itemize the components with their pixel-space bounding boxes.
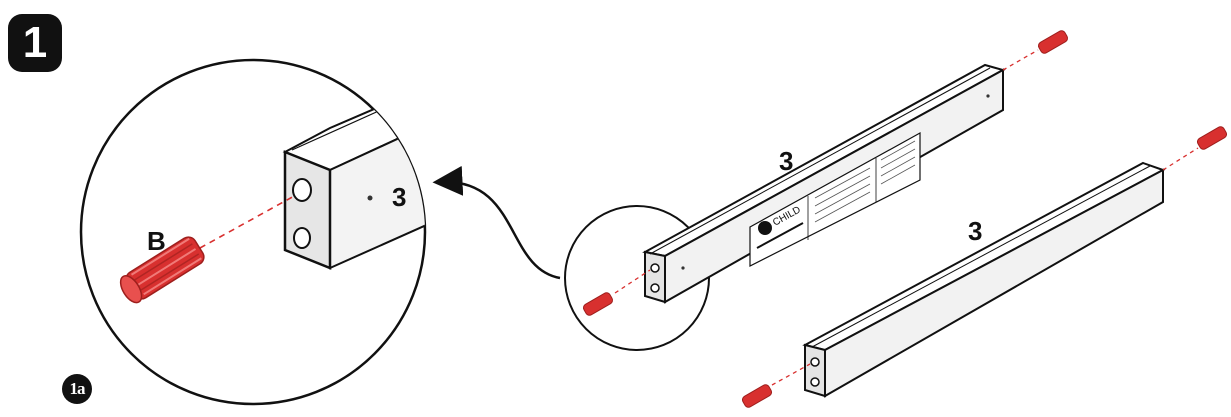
product-label-sticker: CHILD: [749, 131, 921, 267]
part-letter-b: B: [147, 226, 166, 256]
sub-step-number: 1a: [69, 379, 86, 398]
step-number-badge: 1: [8, 14, 62, 72]
zoom-rail-number: 3: [392, 182, 407, 212]
rail-top-number: 3: [779, 146, 794, 176]
dowel-left-bottom-icon: [741, 363, 811, 408]
dowel-right-bottom-icon: [1162, 126, 1228, 171]
callout-arrow: [432, 165, 561, 280]
rail-bottom: [802, 161, 1166, 398]
sub-step-badge: 1a: [62, 374, 92, 404]
step-number: 1: [22, 18, 48, 67]
dowel-left-top-icon: [582, 269, 651, 316]
zoom-detail-circle: [79, 58, 427, 406]
brand-logo-icon: [758, 221, 772, 235]
dowel-b-icon: [119, 236, 205, 304]
rail-bottom-number: 3: [968, 216, 983, 246]
rail-top: CHILD: [642, 63, 1006, 304]
dowel-right-top-icon: [1002, 30, 1069, 71]
